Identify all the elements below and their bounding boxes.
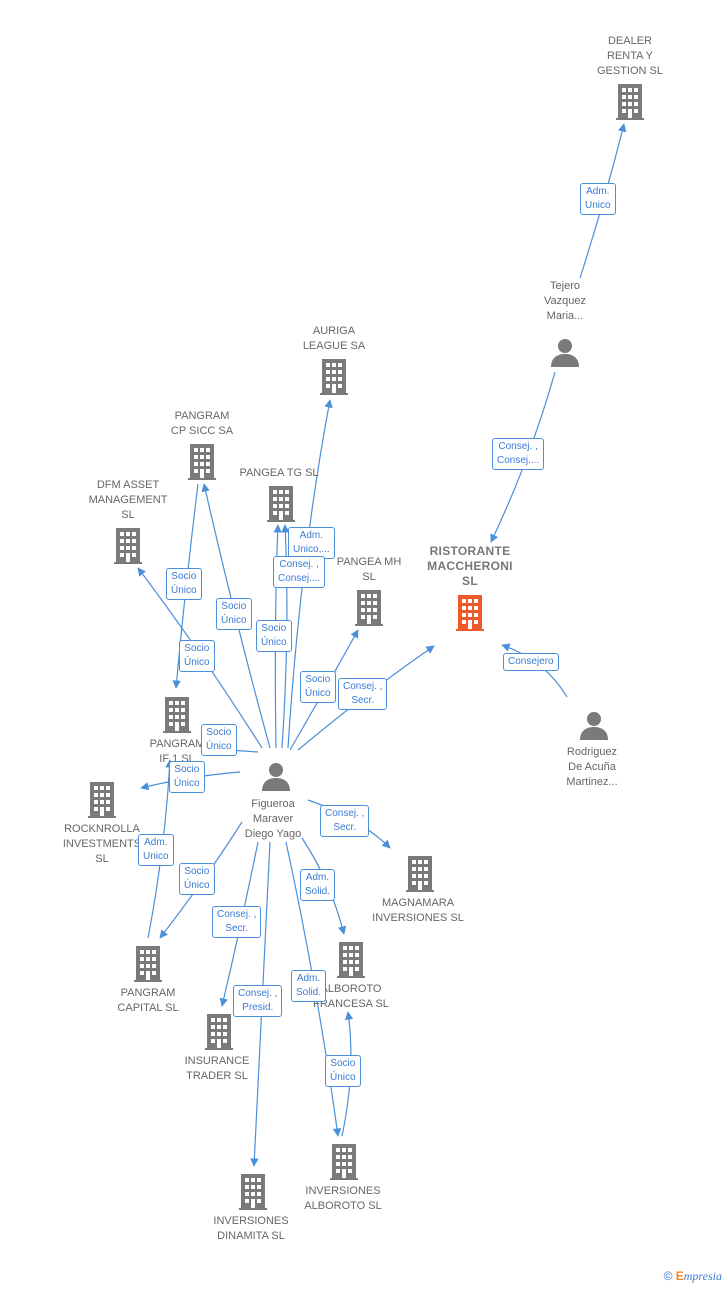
node-label: AURIGA LEAGUE SA: [302, 325, 366, 352]
building-icon: [330, 1144, 358, 1180]
building-icon: [205, 1014, 233, 1050]
node-label: DFM ASSET MANAGEMENT SL: [88, 479, 168, 521]
relation-label[interactable]: Consej. , Secr.: [212, 906, 262, 938]
footer-brand[interactable]: © Empresia: [664, 1269, 722, 1284]
relation-label[interactable]: Socio Único: [325, 1055, 361, 1087]
building-icon: [456, 595, 484, 631]
brand-name: mpresia: [683, 1269, 722, 1283]
relation-label[interactable]: Socio Único: [179, 640, 215, 672]
relation-label[interactable]: Adm. Solid.: [300, 869, 336, 901]
node-label: INVERSIONES DINAMITA SL: [213, 1215, 289, 1242]
relation-label[interactable]: Consej. , Consej....: [492, 438, 545, 470]
building-icon: [320, 359, 348, 395]
relation-label[interactable]: Adm. Unico: [138, 834, 174, 866]
node-label: PANGEA TG SL: [239, 467, 319, 479]
node-label: INVERSIONES ALBOROTO SL: [304, 1185, 382, 1212]
relation-label[interactable]: Adm. Unico: [580, 183, 616, 215]
relation-label[interactable]: Adm. Unico,...: [288, 527, 335, 559]
node-label: PANGRAM CP SICC SA: [170, 410, 234, 437]
relation-label[interactable]: Socio Único: [166, 568, 202, 600]
building-icon: [406, 856, 434, 892]
relation-label[interactable]: Consej. , Presid.: [233, 985, 283, 1017]
copyright-icon: ©: [663, 1269, 673, 1283]
building-icon: [134, 946, 162, 982]
relation-label[interactable]: Consej. , Secr.: [338, 678, 388, 710]
relation-label[interactable]: Consej. , Consej....: [273, 556, 326, 588]
building-icon: [267, 486, 295, 522]
building-icon: [616, 84, 644, 120]
relation-label[interactable]: Socio Único: [169, 761, 205, 793]
person-icon: [551, 339, 579, 367]
node-label: MAGNAMARA INVERSIONES SL: [372, 897, 464, 924]
node-label: ROCKNROLLA INVESTMENTS SL: [62, 823, 142, 865]
building-icon: [337, 942, 365, 978]
relation-label[interactable]: Socio Único: [216, 598, 252, 630]
node-label: Figueroa Maraver Diego Yago: [244, 798, 302, 840]
node-label: INSURANCE TRADER SL: [184, 1055, 250, 1082]
building-icon: [114, 528, 142, 564]
node-label: PANGEA MH SL: [336, 556, 402, 583]
node-label: DEALER RENTA Y GESTION SL: [596, 35, 664, 77]
relation-label[interactable]: Socio Único: [256, 620, 292, 652]
node-label: Rodriguez De Acuña Martinez...: [566, 746, 618, 788]
brand-initial: E: [675, 1269, 684, 1283]
relation-label[interactable]: Consej. , Secr.: [320, 805, 370, 837]
relation-label[interactable]: Consejero: [503, 653, 559, 671]
person-icon: [580, 712, 608, 740]
building-icon: [355, 590, 383, 626]
building-icon: [88, 782, 116, 818]
relation-label[interactable]: Socio Único: [201, 724, 237, 756]
relation-label[interactable]: Socio Único: [179, 863, 215, 895]
relation-label[interactable]: Adm. Solid.: [291, 970, 327, 1002]
building-icon: [239, 1174, 267, 1210]
node-label: RISTORANTE MACCHERONI SL: [427, 544, 513, 588]
building-icon: [188, 444, 216, 480]
relation-label[interactable]: Socio Único: [300, 671, 336, 703]
node-label: ALBOROTO FRANCESA SL: [313, 983, 389, 1010]
person-icon: [262, 763, 290, 791]
node-label: PANGRAM CAPITAL SL: [117, 987, 179, 1014]
building-icon: [163, 697, 191, 733]
node-label: Tejero Vazquez Maria...: [544, 280, 586, 322]
